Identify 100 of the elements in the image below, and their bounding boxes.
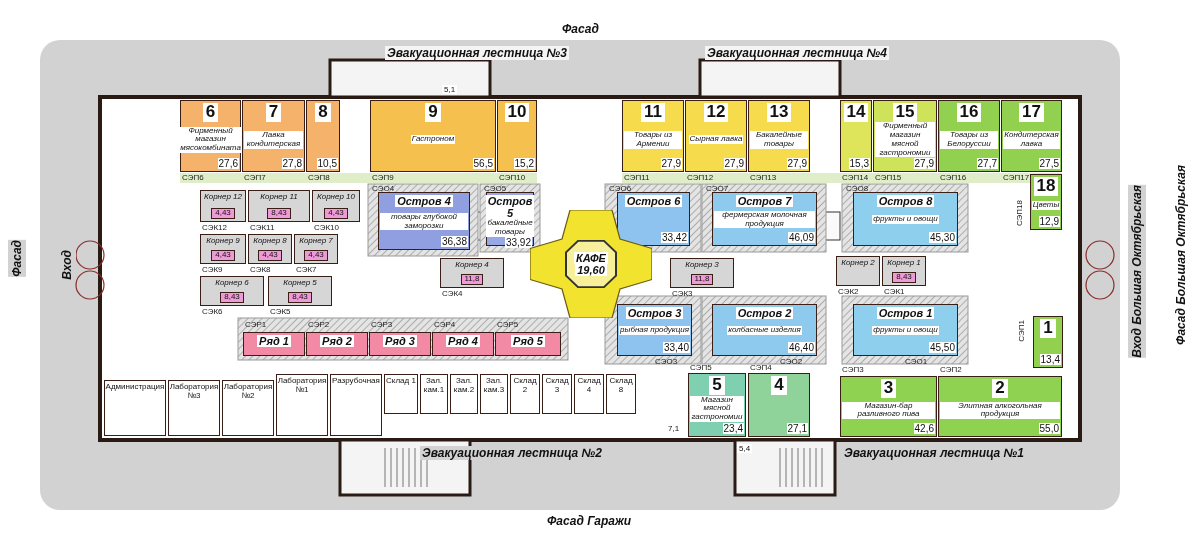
corner-kiosk <box>312 190 360 222</box>
unit-code: СЭК5 <box>270 308 291 316</box>
unit-number: 8 <box>315 103 331 122</box>
shop-description: Кондитерская лавка <box>1003 131 1060 149</box>
unit-code: СЭО6 <box>609 185 632 193</box>
shop-unit <box>370 100 496 172</box>
unit-number: 10 <box>504 103 530 122</box>
market-row <box>306 332 368 356</box>
area-value: 12,9 <box>1038 216 1060 227</box>
unit-code: СЭК12 <box>202 224 227 232</box>
shop-description: Цветы <box>1031 201 1061 211</box>
area-value: 45,30 <box>928 232 956 243</box>
unit-code: СЭП14 <box>842 174 869 182</box>
area-value: 33,92 <box>504 236 532 248</box>
unit-code: СЭП11 <box>624 174 650 182</box>
shop-unit <box>873 100 937 172</box>
unit-number: 14 <box>843 103 869 122</box>
kiosk-counter: 4,43 <box>324 208 348 219</box>
shop-unit <box>1001 100 1062 172</box>
unit-code: СЭО5 <box>484 185 507 193</box>
kiosk-title: Корнер 11 <box>260 193 298 202</box>
stall-title: Остров 8 <box>876 195 935 208</box>
stall-description: бакалейные товары <box>486 219 534 237</box>
unit-number: 12 <box>703 103 729 122</box>
area-value: 46,40 <box>787 342 815 353</box>
service-room <box>104 380 166 436</box>
row-title: Ряд 5 <box>511 335 545 348</box>
stall-description: колбасные изделия <box>727 326 802 335</box>
area-value: 5,1 <box>442 85 458 94</box>
kiosk-title: Корнер 8 <box>253 237 287 246</box>
plan-label: Эвакуационная лестница №1 <box>842 446 1027 460</box>
kiosk-title: Корнер 9 <box>206 237 240 246</box>
shop-description: Сырная лавка <box>688 135 744 145</box>
unit-code: СЭП13 <box>750 174 777 182</box>
shop-unit <box>306 100 340 172</box>
unit-number: 15 <box>892 103 918 122</box>
service-room <box>276 374 328 436</box>
area-value: 27,9 <box>786 158 808 169</box>
unit-number: 3 <box>880 379 897 398</box>
area-value: 36,38 <box>440 236 468 247</box>
unit-number: 13 <box>766 103 792 122</box>
service-room <box>574 374 604 414</box>
market-row <box>495 332 561 356</box>
unit-code: СЭО1 <box>905 358 928 366</box>
kiosk-title: Корнер 7 <box>299 237 333 246</box>
unit-code: СЭП18 <box>1016 200 1024 227</box>
shop-description: Магазин-бар разливного пива <box>842 401 935 420</box>
unit-code: СЭР3 <box>371 321 393 329</box>
stall-title: Остров 5 <box>485 195 535 220</box>
area-value: 27,9 <box>723 158 745 169</box>
unit-number: 17 <box>1019 103 1044 122</box>
stall-title: Остров 3 <box>625 307 684 320</box>
unit-code: СЭК1 <box>884 288 905 296</box>
stall-title: Остров 6 <box>624 195 683 208</box>
shop-unit <box>497 100 537 172</box>
unit-code: СЭО7 <box>706 185 729 193</box>
room-name: Зал. кам.2 <box>452 377 476 395</box>
area-value: 23,4 <box>722 423 744 434</box>
unit-code: СЭК9 <box>202 266 223 274</box>
unit-code: СЭО4 <box>372 185 395 193</box>
room-name: Склад 1 <box>386 377 416 386</box>
area-value: 42,6 <box>913 423 935 434</box>
plan-label: Фасад Гаражи <box>545 514 634 528</box>
service-room <box>510 374 540 414</box>
unit-number: 7 <box>265 103 282 122</box>
shop-unit <box>748 373 810 437</box>
shop-unit <box>688 373 746 437</box>
corner-kiosk <box>248 234 292 264</box>
island-stall <box>712 304 817 356</box>
unit-code: СЭК11 <box>250 224 275 232</box>
stall-description: рыбная продукция <box>619 326 690 335</box>
facade-label: Вход Большая Октябрьская <box>1128 185 1146 358</box>
corner-kiosk <box>200 190 246 222</box>
kiosk-title: Корнер 3 <box>685 261 719 270</box>
kiosk-title: Корнер 5 <box>283 279 317 288</box>
unit-code: СЭП17 <box>1003 174 1030 182</box>
kiosk-title: Корнер 6 <box>215 279 249 288</box>
shop-description: Элитная алкогольная продукция <box>940 401 1060 420</box>
corner-kiosk <box>268 276 332 306</box>
facade-label: Вход <box>58 250 76 280</box>
area-value: 7,1 <box>666 424 682 433</box>
service-room <box>542 374 572 414</box>
unit-code: СЭК3 <box>672 290 693 298</box>
shop-unit <box>938 376 1062 437</box>
row-title: Ряд 4 <box>446 335 480 348</box>
area-value: 19,60 <box>575 264 607 277</box>
shop-unit <box>840 100 872 172</box>
kiosk-counter: 11,8 <box>460 274 484 285</box>
kiosk-title: Корнер 4 <box>455 261 489 270</box>
room-name: Лаборатория №3 <box>169 383 219 401</box>
plan-label: Эвакуационная лестница №2 <box>420 446 605 460</box>
corner-kiosk <box>294 234 338 264</box>
kiosk-title: Корнер 10 <box>316 193 355 202</box>
room-name: Администрация <box>105 383 165 392</box>
island-stall <box>378 192 470 250</box>
unit-code: СЭП3 <box>842 366 864 374</box>
island-stall <box>486 192 534 246</box>
shop-description: Фирменный магазин мясокомбината <box>179 126 242 154</box>
service-room <box>330 374 382 436</box>
area-value: 45,50 <box>928 342 956 353</box>
